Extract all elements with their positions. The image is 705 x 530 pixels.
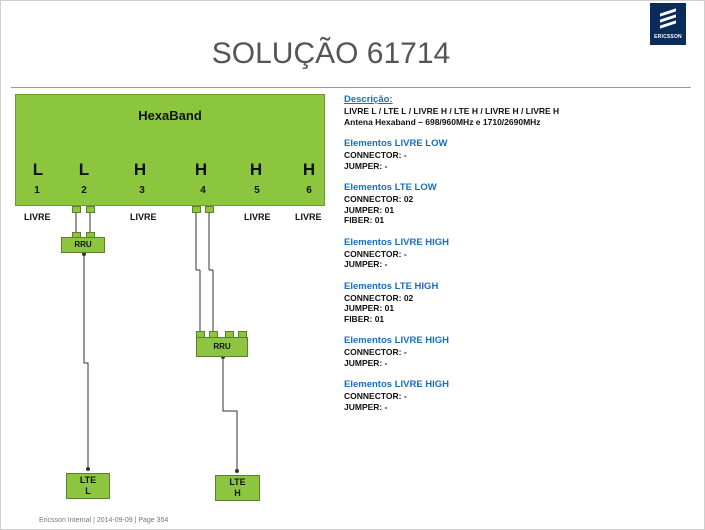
section-line: CONNECTOR: - xyxy=(344,391,407,401)
hexaband-antenna xyxy=(15,94,325,206)
lte-band-label: L xyxy=(85,486,91,496)
rru-low: RRU xyxy=(61,237,105,253)
antenna-connector xyxy=(192,206,201,213)
page-title: SOLUÇÃO 61714 xyxy=(211,37,451,70)
lte-band-label: H xyxy=(234,488,241,498)
lte-high-box: LTE H xyxy=(215,475,260,501)
fiber-wire xyxy=(83,254,89,469)
lte-low-box: LTE L xyxy=(66,473,110,499)
antenna-title: HexaBand xyxy=(138,108,202,123)
antenna-connector xyxy=(205,206,214,213)
section-heading: Elementos LIVRE HIGH xyxy=(344,379,450,390)
port-status-label: LIVRE xyxy=(24,212,51,222)
footer: Ericsson Internal | 2014-09-09 | Page 35… xyxy=(39,517,169,524)
section-line: JUMPER: 01 xyxy=(344,204,395,215)
lte-label: LTE xyxy=(229,477,246,487)
port-band-letter: H xyxy=(249,160,263,179)
section-heading: Elementos LTE LOW xyxy=(344,182,437,193)
descricao-heading: Descrição: xyxy=(344,94,393,105)
section-line: JUMPER: 01 xyxy=(344,303,395,313)
title-divider xyxy=(11,87,691,88)
port-number: 6 xyxy=(306,185,312,196)
ericsson-logo-icon: ERICSSON xyxy=(650,3,686,45)
section-line: FIBER: 01 xyxy=(344,215,385,225)
section-heading: Elementos LIVRE LOW xyxy=(344,138,448,149)
port-status-label: LIVRE xyxy=(130,212,157,222)
section-heading: Elementos LIVRE HIGH xyxy=(344,335,450,346)
section-heading: Elementos LIVRE HIGH xyxy=(344,236,450,248)
port-number: 3 xyxy=(139,185,145,196)
section-line: JUMPER: - xyxy=(344,401,388,412)
section-line: CONNECTOR: 02 xyxy=(344,194,414,204)
port-status-label: LIVRE xyxy=(244,212,271,222)
section-line: FIBER: 01 xyxy=(344,313,385,324)
descricao-line: LIVRE L / LTE L / LIVRE H / LTE H / LIVR… xyxy=(344,106,560,116)
port-band-letter: L xyxy=(32,160,44,179)
logo-bars xyxy=(660,8,676,29)
rru-high-label: RRU xyxy=(213,342,231,351)
section-line: CONNECTOR: - xyxy=(344,347,407,357)
section-heading: Elementos LTE HIGH xyxy=(344,280,439,292)
info-panel: Descrição: LIVRE L / LTE L / LIVRE H / L… xyxy=(344,94,684,423)
fiber-dot xyxy=(82,252,86,256)
port-number: 2 xyxy=(81,185,87,196)
port-status-label: LIVRE xyxy=(295,212,322,222)
section-line: JUMPER: - xyxy=(344,259,388,269)
wiring xyxy=(75,213,239,473)
antenna-connector xyxy=(86,206,95,213)
antenna-connector xyxy=(72,206,81,213)
section-line: JUMPER: - xyxy=(344,357,388,368)
port-band-letter: H xyxy=(302,160,316,179)
fiber-dot xyxy=(86,467,90,471)
logo-wordmark: ERICSSON xyxy=(654,34,682,40)
port-band-letter: L xyxy=(78,160,90,179)
port-band-letter: H xyxy=(194,160,208,179)
port-number: 5 xyxy=(254,185,260,196)
fiber-wire xyxy=(222,357,238,471)
section-line: CONNECTOR: - xyxy=(344,248,407,259)
section-line: JUMPER: - xyxy=(344,160,388,171)
port-band-letter: H xyxy=(133,160,147,179)
descricao-line: Antena Hexaband – 698/960MHz e 1710/2690… xyxy=(344,116,541,127)
section-line: CONNECTOR: - xyxy=(344,150,407,160)
port-number: 1 xyxy=(34,185,40,196)
descricao-section: Descrição: LIVRE L / LTE L / LIVRE H / L… xyxy=(344,94,684,127)
section-line: CONNECTOR: 02 xyxy=(344,292,414,303)
lte-label: LTE xyxy=(79,475,97,485)
port-number: 4 xyxy=(200,185,206,196)
fiber-dot xyxy=(235,469,239,473)
rru-high: RRU xyxy=(196,337,248,357)
